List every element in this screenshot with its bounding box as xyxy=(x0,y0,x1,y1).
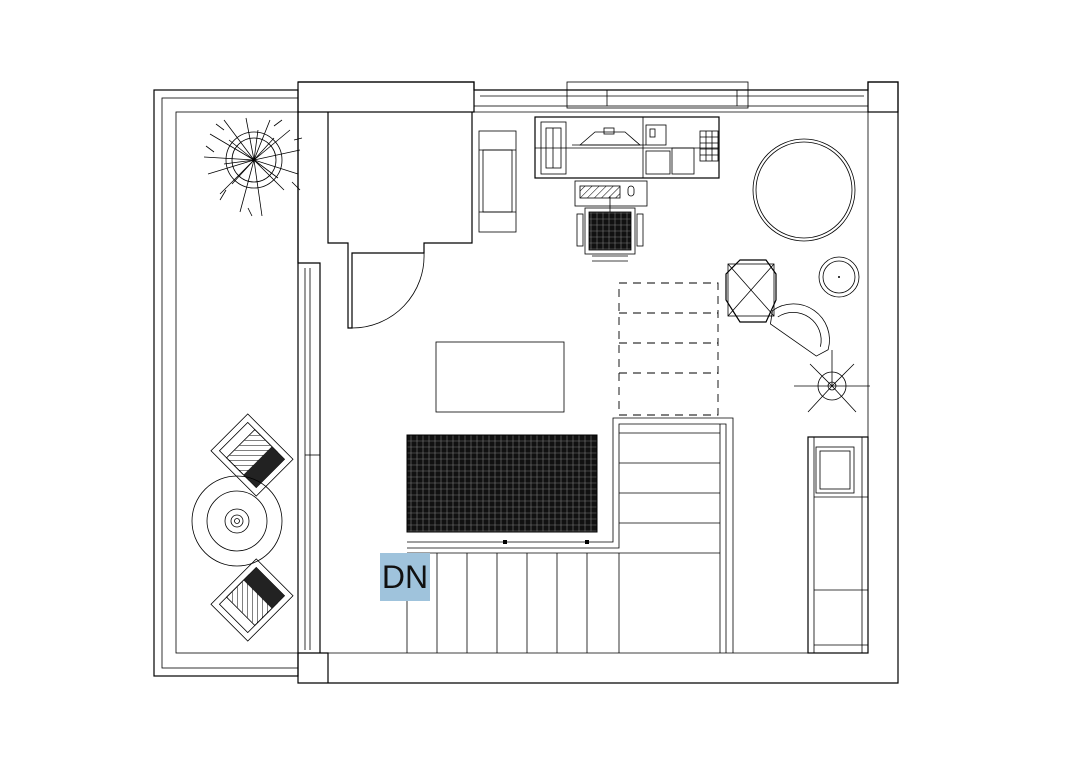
round-table-icon xyxy=(191,475,283,567)
rug xyxy=(406,434,598,533)
round-table-large-icon xyxy=(752,138,856,242)
staircase xyxy=(406,417,734,653)
keyboard-icon xyxy=(579,185,621,199)
coffee-table xyxy=(435,341,565,413)
side-table-icon xyxy=(725,259,777,323)
lounge-chair-icon xyxy=(770,303,830,357)
sofa-icon xyxy=(478,130,517,233)
skylight-outline xyxy=(618,282,719,416)
terrace-chair-top xyxy=(210,413,294,497)
office-chair-icon xyxy=(576,196,644,262)
desk-workstation xyxy=(534,116,720,262)
speaker-icon xyxy=(699,130,719,162)
stool-icon xyxy=(818,256,860,298)
cabinet xyxy=(807,436,869,654)
terrace-walls xyxy=(153,89,299,677)
mouse-icon xyxy=(627,185,635,197)
main-walls xyxy=(297,81,899,684)
terrace-chair-bottom xyxy=(210,558,294,642)
plant-icon xyxy=(203,117,303,217)
stair-down-label: DN xyxy=(380,553,430,601)
door-swing xyxy=(351,252,425,329)
lamp-icon xyxy=(794,350,870,413)
